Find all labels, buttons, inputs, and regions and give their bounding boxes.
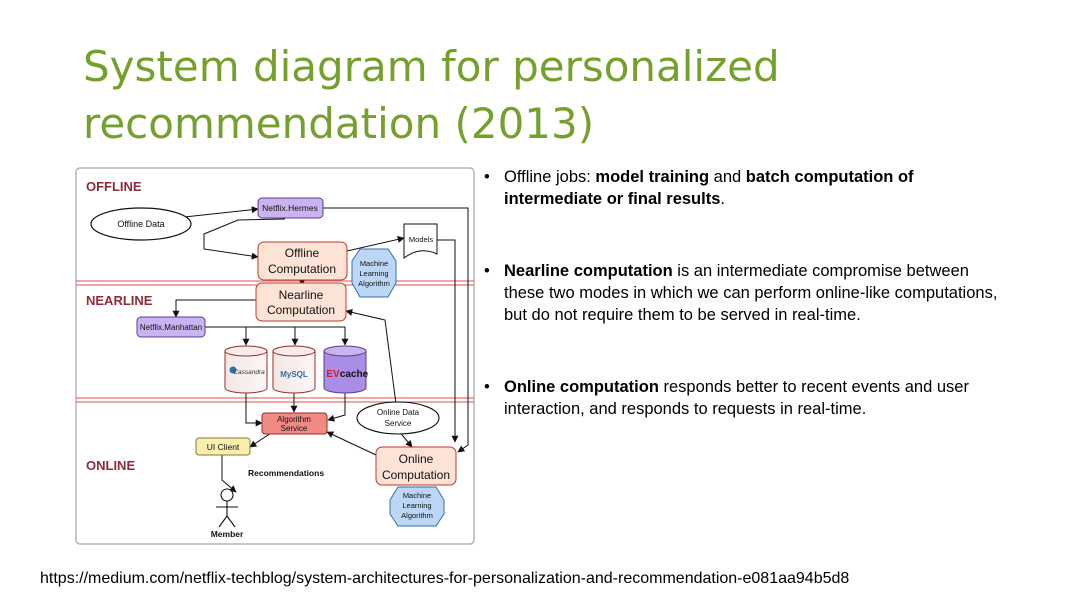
netflix-hermes-node: Netflix.Hermes xyxy=(257,197,324,219)
edge-online-data-to-nearline xyxy=(345,309,397,405)
bullet-offline-part-2: model training xyxy=(595,168,710,186)
online-data-service-node: Online Data Service xyxy=(356,401,440,435)
offline-computation-node: Offline Computation xyxy=(257,241,348,281)
member-icon xyxy=(216,488,238,528)
algorithm-service-label-2: Service xyxy=(281,424,308,433)
slide-title-line-1: System diagram for personalized xyxy=(83,42,780,91)
member-label: Member xyxy=(211,529,244,539)
bullet-offline-part-3: and xyxy=(709,168,746,186)
edge-algorithm-service-to-ui-client xyxy=(249,432,272,448)
ui-client-node: UI Client xyxy=(195,437,251,456)
section-label-online: ONLINE xyxy=(86,458,135,473)
bullet-online: Online computation responds better to re… xyxy=(482,376,1002,420)
evcache-db: EV cache xyxy=(323,345,369,394)
bullet-offline-part-4: batch computation of intermediate or fin… xyxy=(504,168,914,208)
bullet-offline-part-1: Offline jobs: xyxy=(504,168,596,186)
nearline-computation-label-2: Computation xyxy=(267,303,335,317)
ml-algorithm-node-online: Machine Learning Algorithm xyxy=(389,486,445,527)
section-label-nearline: NEARLINE xyxy=(86,293,153,308)
bullet-offline: Offline jobs: model training and batch c… xyxy=(482,166,1002,210)
nearline-computation-node: Nearline Computation xyxy=(255,282,347,322)
slide-title-line-2: recommendation (2013) xyxy=(83,99,595,148)
bullet-online-part-1: Online computation xyxy=(504,378,659,396)
offline-computation-label-1: Offline xyxy=(285,246,320,260)
edge-cassandra-to-algorithm-service xyxy=(245,393,263,427)
online-computation-label-2: Computation xyxy=(382,468,450,482)
bullet-nearline-part-2: is an intermediate compromise between th… xyxy=(504,262,998,324)
ml-algorithm-label-2: Learning xyxy=(359,269,388,278)
section-label-offline: OFFLINE xyxy=(86,179,142,194)
cassandra-label: Cassandra xyxy=(233,369,265,376)
ml-algorithm-online-label-1: Machine xyxy=(403,491,431,500)
ml-algorithm-online-label-3: Algorithm xyxy=(401,511,433,520)
edge-evcache-to-algorithm-service xyxy=(327,393,346,422)
edge-hermes-to-offline-computation xyxy=(203,218,286,260)
slide-title: System diagram for personalized recommen… xyxy=(83,38,983,152)
edge-nearline-to-manhattan xyxy=(172,299,256,318)
ml-algorithm-node-offline: Machine Learning Algorithm xyxy=(351,248,397,298)
ml-algorithm-label-3: Algorithm xyxy=(358,279,390,288)
edge-online-computation-to-algorithm-service xyxy=(326,431,377,456)
mysql-db: MySQL xyxy=(272,345,316,394)
cassandra-db: Cassandra xyxy=(224,345,268,394)
netflix-manhattan-label: Netflix.Manhattan xyxy=(140,323,202,332)
ml-algorithm-label-1: Machine xyxy=(360,259,388,268)
bullet-nearline: Nearline computation is an intermediate … xyxy=(482,260,1002,326)
evcache-label-cache: cache xyxy=(340,369,369,380)
offline-computation-label-2: Computation xyxy=(268,262,336,276)
online-data-service-label-2: Service xyxy=(385,419,412,428)
system-diagram: OFFLINE NEARLINE ONLINE Offline Data Net… xyxy=(75,167,475,545)
ml-algorithm-online-label-2: Learning xyxy=(402,501,431,510)
algorithm-service-node: Algorithm Service xyxy=(261,412,328,435)
edge-manhattan-to-evcache xyxy=(295,326,349,346)
recommendations-label: Recommendations xyxy=(248,468,324,478)
bullet-online-part-2: responds better to recent events and use… xyxy=(504,378,969,418)
online-data-service-label-1: Online Data xyxy=(377,408,420,417)
mysql-label: MySQL xyxy=(280,370,308,379)
edge-models-to-online-computation xyxy=(437,239,459,443)
bullet-nearline-part-1: Nearline computation xyxy=(504,262,673,280)
online-computation-node: Online Computation xyxy=(375,446,457,486)
offline-data-node: Offline Data xyxy=(90,207,192,241)
edge-offline-data-to-hermes xyxy=(174,206,259,219)
online-computation-label-1: Online xyxy=(399,452,434,466)
bullet-list: Offline jobs: model training and batch c… xyxy=(482,166,1002,420)
evcache-label-ev: EV xyxy=(326,369,340,380)
algorithm-service-label-1: Algorithm xyxy=(277,415,311,424)
ui-client-label: UI Client xyxy=(207,442,240,452)
edge-offline-computation-to-models xyxy=(346,235,405,252)
bullet-offline-part-5: . xyxy=(720,190,725,208)
netflix-manhattan-node: Netflix.Manhattan xyxy=(136,316,206,338)
source-url: https://medium.com/netflix-techblog/syst… xyxy=(40,570,850,587)
nearline-computation-label-1: Nearline xyxy=(279,288,324,302)
models-label: Models xyxy=(409,235,433,244)
edge-hermes-to-online-computation xyxy=(323,207,469,453)
models-node: Models xyxy=(403,223,438,259)
offline-data-label: Offline Data xyxy=(117,219,164,229)
edge-ui-client-to-member xyxy=(221,455,237,493)
netflix-hermes-label: Netflix.Hermes xyxy=(262,203,318,213)
